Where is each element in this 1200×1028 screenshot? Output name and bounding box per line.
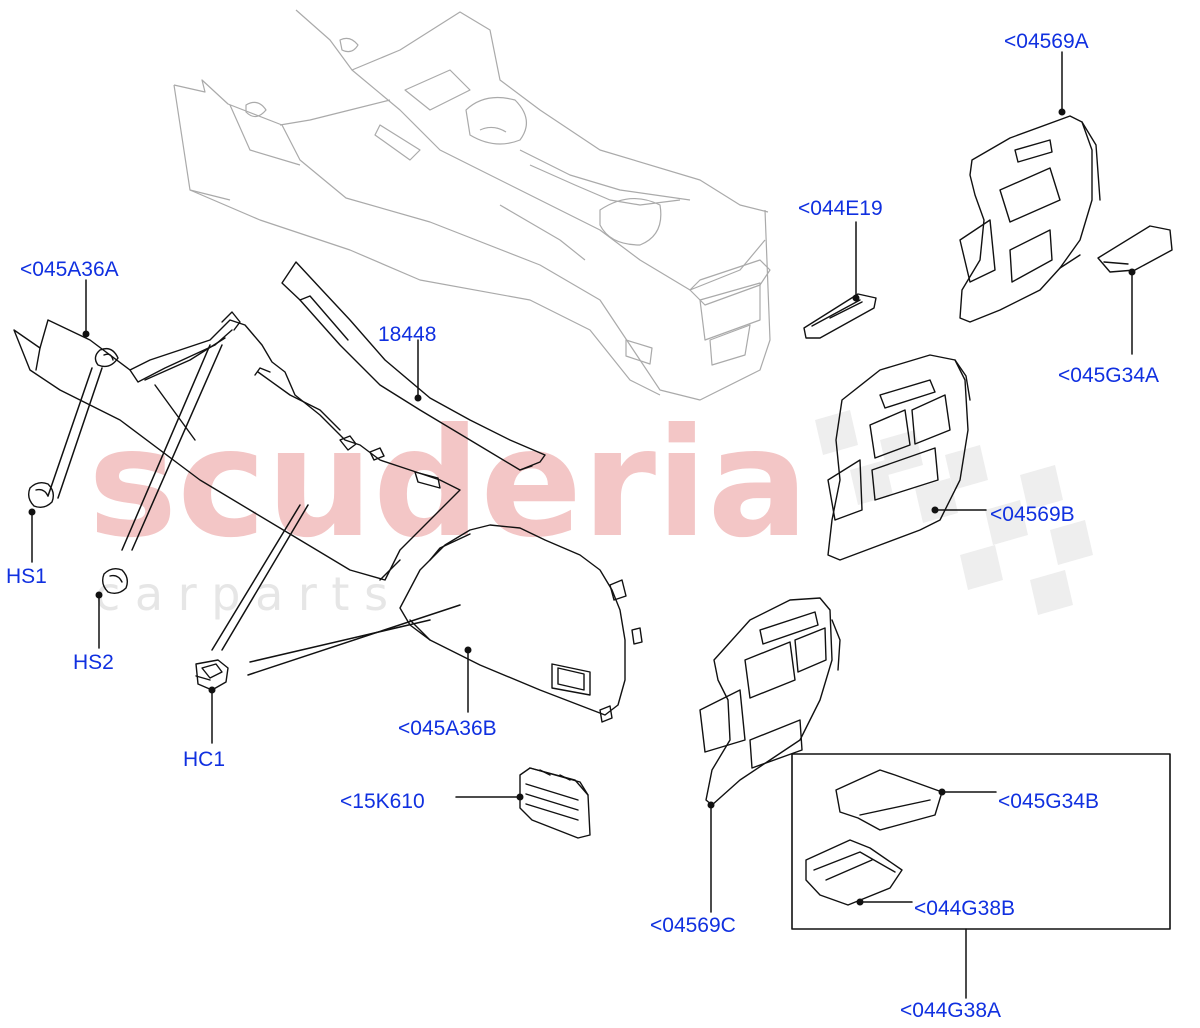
callout-04569A[interactable]: <04569A <box>1004 30 1089 53</box>
callout-044E19[interactable]: <044E19 <box>798 197 883 220</box>
callout-044G38A[interactable]: <044G38A <box>900 999 1002 1022</box>
part-044E19-connector <box>803 293 877 339</box>
part-04569B-vent-bezel <box>827 354 971 561</box>
callout-hs2[interactable]: HS2 <box>73 651 114 674</box>
fastener-hs2 <box>101 567 129 595</box>
callout-045G34A[interactable]: <045G34A <box>1058 364 1160 387</box>
callout-045A36A[interactable]: <045A36A <box>20 258 119 281</box>
leader-lines <box>31 51 1133 999</box>
callout-hc1[interactable]: HC1 <box>183 748 226 771</box>
watermark-sub: c a r p a r t s <box>95 567 388 621</box>
part-15K610-vent <box>519 767 591 839</box>
callout-04569C[interactable]: <04569C <box>650 914 736 937</box>
part-04569A-vent-bezel <box>959 115 1101 323</box>
callout-15K610[interactable]: <15K610 <box>340 790 425 813</box>
part-045A36B-lower-panel <box>399 524 643 723</box>
part-045G34A-insert <box>1097 225 1173 273</box>
checkered-flag-logo <box>815 410 1093 615</box>
watermark: scuderia c a r p a r t s <box>88 397 1093 621</box>
fastener-hs1 <box>27 481 55 509</box>
part-18448-trim-strip <box>281 261 546 471</box>
center-console-outline <box>173 9 771 401</box>
part-045G34B-insert <box>835 769 943 831</box>
callout-045G34B[interactable]: <045G34B <box>998 790 1100 813</box>
callout-044G38B[interactable]: <044G38B <box>914 897 1016 920</box>
part-04569C-vent-bezel <box>699 597 841 806</box>
callout-045A36B[interactable]: <045A36B <box>398 717 497 740</box>
part-045A36A-side-panel <box>13 311 461 581</box>
callout-18448[interactable]: 18448 <box>378 323 437 346</box>
part-044G38B-insert <box>805 839 903 906</box>
clip-hc1 <box>195 659 229 691</box>
parts-line-art <box>13 51 1173 999</box>
callout-04569B[interactable]: <04569B <box>990 503 1075 526</box>
group-box-044G38A <box>791 753 1171 930</box>
callout-hs1[interactable]: HS1 <box>6 565 47 588</box>
leader-dots <box>28 108 1136 906</box>
